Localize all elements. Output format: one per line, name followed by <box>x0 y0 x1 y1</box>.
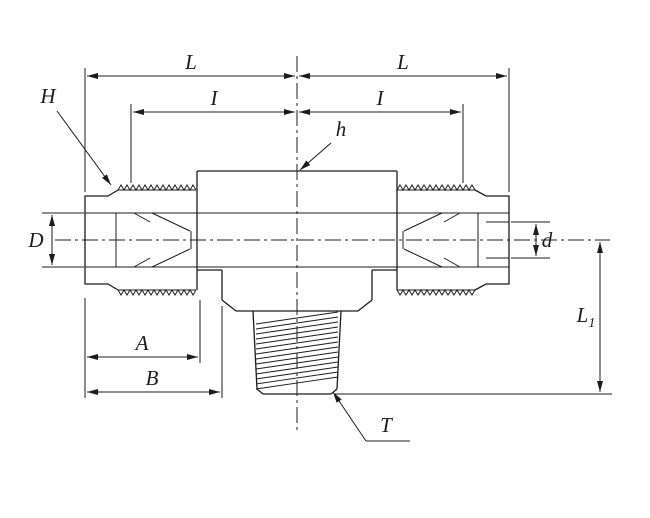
dimensions <box>42 68 612 442</box>
fitting-outline <box>84 170 510 395</box>
branch <box>221 270 373 395</box>
leader-H <box>56 110 112 186</box>
dim-label-A: A <box>134 331 149 355</box>
dim-label-L1-main: L <box>576 303 589 327</box>
left-nut-body <box>84 189 119 291</box>
right-ferrules <box>402 212 461 268</box>
dim-label-T: T <box>380 413 393 437</box>
thread-hatch <box>255 311 339 390</box>
dim-label-L1: L1 <box>576 303 596 331</box>
dim-label-d: d <box>542 228 553 252</box>
thread-left-edge <box>252 310 258 390</box>
dim-label-L1-sub: 1 <box>588 316 595 331</box>
dim-label-I-left: I <box>210 86 219 110</box>
dim-label-D: D <box>27 228 43 252</box>
dim-label-H: H <box>39 84 57 108</box>
right-nut-knurl-top <box>396 184 476 191</box>
dim-label-L-left: L <box>184 50 197 74</box>
right-nut-knurl-bottom <box>396 289 476 296</box>
dim-label-h: h <box>336 117 347 141</box>
left-nut <box>84 184 197 296</box>
left-ferrules <box>133 212 192 268</box>
dim-label-L-right: L <box>396 50 409 74</box>
thread-right-edge <box>336 310 342 390</box>
left-nut-knurl-top <box>117 184 197 191</box>
left-nut-knurl-bottom <box>117 289 197 296</box>
right-nut <box>396 184 510 296</box>
dim-label-B: B <box>146 366 159 390</box>
right-nut-body <box>474 189 510 291</box>
dim-label-I-right: I <box>376 86 385 110</box>
center-body <box>85 170 509 290</box>
leader-h <box>299 142 332 171</box>
leader-T <box>332 391 367 442</box>
dimension-labels: L L I I H h D d A B T L1 <box>27 50 595 437</box>
